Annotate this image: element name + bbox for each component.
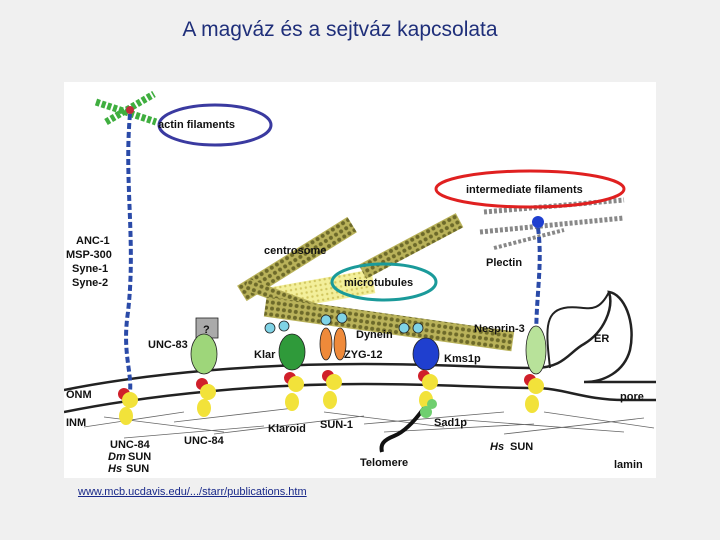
diagram-panel: actin filaments intermediate filaments A… [64,82,656,478]
centrosome-label: centrosome [264,245,326,257]
anc1-label: ANC-1 [76,235,110,247]
outer-nuclear-membrane [64,290,656,392]
er-label: ER [594,333,609,345]
sun-complex-6 [524,374,544,413]
dm-sun-label: SUN [128,451,151,463]
dynein-heads [264,312,424,334]
hs-right-label: Hs [490,441,504,453]
microtubules-label: microtubules [344,277,413,289]
dm-label: Dm [108,451,126,463]
sad1p-protein [420,406,432,418]
pore-label: pore [620,391,644,403]
lamin-mesh [83,407,655,439]
unc84-left-label: UNC-84 [110,439,151,451]
kms1p-label: Kms1p [444,353,481,365]
microtubule-bundle [263,296,515,352]
sun-kash-complexes [118,370,544,425]
zyg12-protein [319,327,333,361]
telomere-label: Telomere [360,457,408,469]
nesprin3-protein [525,325,547,375]
klar-protein [278,333,306,371]
nesprin3-label: Nesprin-3 [474,323,525,335]
inner-nuclear-membrane [64,382,656,414]
syne1-label: Syne-1 [72,263,108,275]
sun-complex-1 [118,388,138,425]
sun-right-label: SUN [510,441,533,453]
inm-label: INM [66,417,86,429]
msp300-label: MSP-300 [66,249,112,261]
actin-filament [94,90,158,393]
er-membrane [546,291,610,369]
microtubule-upper [358,213,464,279]
intermediate-filaments-label: intermediate filaments [466,184,583,196]
onm-label: ONM [66,389,92,401]
sun-complex-2 [196,378,216,417]
unknown-protein-label: ? [203,324,210,336]
sun-complex-5 [418,370,438,409]
sad1p-label: Sad1p [434,417,467,429]
zyg12-protein-2 [333,327,347,361]
unc84-mid-label: UNC-84 [184,435,225,447]
kms1p-protein [412,337,440,371]
page-title: A magváz és a sejtváz kapcsolata [182,18,498,41]
unc83-protein [190,333,218,375]
zyg12-label: ZYG-12 [344,349,383,361]
klar-label: Klar [254,349,276,361]
sun-complex-4 [322,370,342,409]
dynein-label: Dynein [356,329,393,341]
klaroid-label: Klaroid [268,423,306,435]
intermediate-filaments-ellipse [434,169,626,209]
unc83-label: UNC-83 [148,339,188,351]
microtubules-ellipse [330,262,438,302]
nuclear-envelope [64,290,656,439]
plectin-label: Plectin [486,257,522,269]
nucleus-cytoskeleton-diagram: actin filaments intermediate filaments A… [64,90,656,475]
hs-label: Hs [108,463,122,475]
sun1-label: SUN-1 [320,419,353,431]
actin-filaments-ellipse [157,103,273,147]
lamin-label: lamin [614,459,643,471]
telomere-chromatin [379,406,426,453]
actin-filaments-label: actin filaments [158,119,235,131]
source-link[interactable]: www.mcb.ucdavis.edu/.../starr/publicatio… [78,486,307,498]
hs-sun-label: SUN [126,463,149,475]
syne2-label: Syne-2 [72,277,108,289]
sun-complex-3 [284,372,304,411]
